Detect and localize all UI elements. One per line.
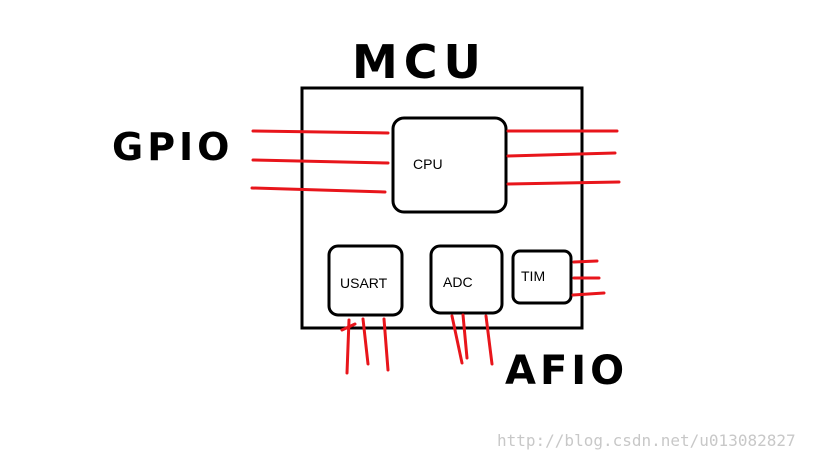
pin-line	[506, 151, 617, 158]
cpu-block	[391, 116, 508, 214]
pin-line	[251, 158, 390, 165]
pin-line	[572, 259, 599, 264]
pin-line	[484, 314, 494, 366]
cpu-right-pins	[506, 129, 621, 186]
pin-line	[506, 180, 621, 186]
tim-label: TIM	[521, 268, 545, 284]
usart-label: USART	[340, 275, 388, 291]
adc-label: ADC	[443, 274, 473, 290]
gpio-left-pins	[250, 129, 390, 194]
pin-line	[250, 186, 387, 194]
tim-pins	[571, 259, 606, 297]
adc-pins	[450, 313, 494, 366]
pin-line	[361, 317, 370, 366]
usart-block	[327, 244, 404, 317]
watermark-url: http://blog.csdn.net/u013082827	[497, 431, 796, 450]
pin-line	[251, 129, 390, 135]
cpu-label: CPU	[413, 156, 443, 172]
pin-line	[345, 318, 351, 375]
pin-line	[571, 291, 606, 297]
tim-block	[511, 249, 573, 305]
adc-block	[429, 244, 504, 315]
mcu-box	[300, 86, 584, 330]
pin-line	[340, 322, 357, 332]
pin-line	[450, 314, 464, 365]
pin-line	[461, 313, 469, 360]
mcu-title: MCU	[352, 35, 487, 89]
pin-line	[382, 317, 390, 372]
gpio-label: GPIO	[112, 125, 233, 169]
usart-pins	[340, 317, 390, 375]
afio-label: AFIO	[505, 348, 628, 394]
